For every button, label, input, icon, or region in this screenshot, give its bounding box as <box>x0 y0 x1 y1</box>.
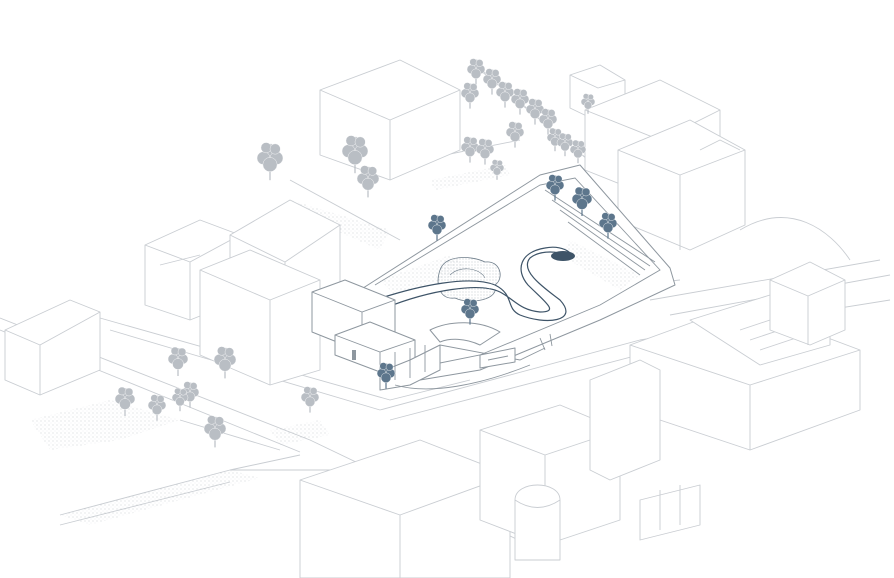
tree-icon <box>571 186 593 216</box>
tree-icon <box>167 346 189 376</box>
context-buildings <box>4 59 861 578</box>
tree-icon <box>545 174 565 201</box>
tree-icon <box>256 142 284 181</box>
site-garden <box>311 164 676 391</box>
tree-icon <box>580 93 596 114</box>
tree-icon <box>598 212 618 239</box>
tree-icon <box>460 298 480 325</box>
tree-icon <box>460 82 480 109</box>
tree-icon <box>475 138 495 165</box>
tree-icon <box>356 165 380 198</box>
tree-icon <box>489 159 505 180</box>
tree-icon <box>114 386 136 416</box>
tree-icon <box>482 68 502 95</box>
tree-icon <box>171 387 189 412</box>
tree-icon <box>376 362 396 389</box>
tree-icon <box>203 415 227 448</box>
tree-icon <box>427 214 447 241</box>
tree-icon <box>556 132 574 157</box>
tree-icon <box>505 121 525 148</box>
tree-icon <box>525 98 545 125</box>
tree-icon <box>510 88 530 115</box>
tree-icon <box>495 81 515 108</box>
tree-icon <box>341 135 369 174</box>
context-trees <box>114 58 596 448</box>
tree-icon <box>538 108 558 135</box>
tree-icon <box>466 58 486 85</box>
tree-icon <box>147 394 167 421</box>
tree-icon <box>569 139 587 164</box>
site-trees <box>376 174 618 389</box>
tree-icon <box>213 346 237 379</box>
tree-icon <box>546 127 564 152</box>
tree-icon <box>300 386 320 413</box>
